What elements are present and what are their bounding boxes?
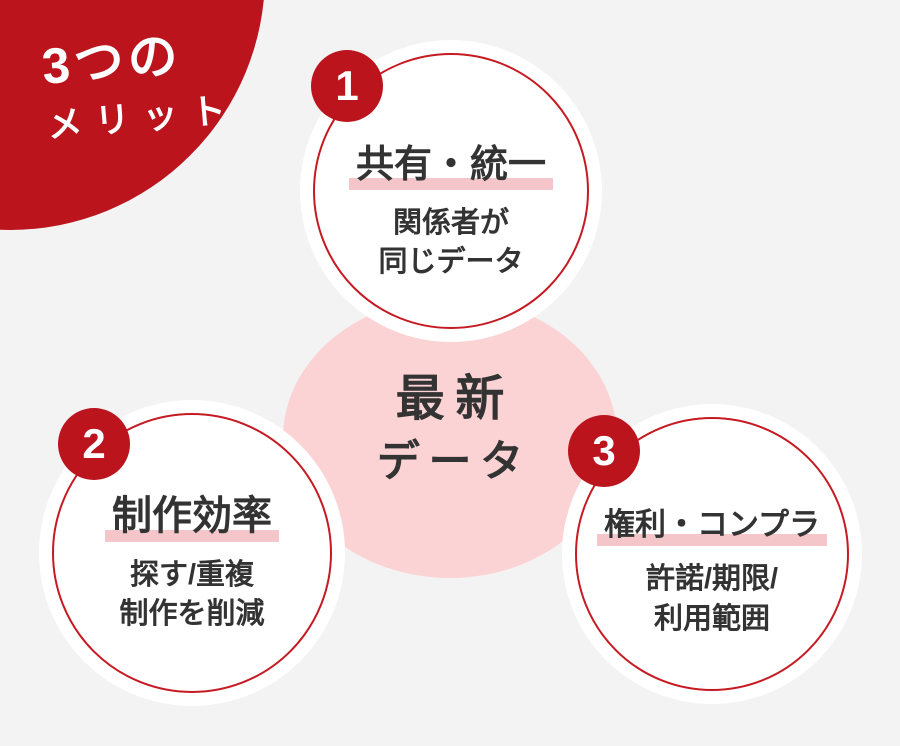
merit-desc-1-line2: 同じデータ <box>378 246 524 278</box>
merit-desc-3-line1: 許諾/期限/ <box>645 563 779 596</box>
merits-header: 3つの メリット <box>40 25 241 146</box>
merit-number-1: 1 <box>335 62 359 109</box>
merit-title-2: 制作効率 <box>105 495 279 542</box>
merit-title-3: 権利・コンプラ <box>596 509 828 547</box>
merit-number-badge-3: 3 <box>568 415 640 487</box>
merit-number-3: 3 <box>592 427 616 474</box>
merit-number-badge-1: 1 <box>311 50 383 122</box>
merit-desc-1-line1: 関係者が <box>392 206 509 239</box>
center-data-line2: データ <box>376 437 532 486</box>
merit-desc-2: 探す/重複 制作を削減 <box>119 556 264 634</box>
merit-desc-2-line2: 制作を削減 <box>119 598 265 630</box>
merit-number-badge-2: 2 <box>58 408 130 480</box>
merit-desc-2-line1: 探す/重複 <box>129 558 255 591</box>
merit-number-2: 2 <box>82 420 106 467</box>
merit-desc-3: 許諾/期限/ 利用範囲 <box>646 560 778 638</box>
merit-title-1: 共有・統一 <box>348 145 553 190</box>
merit-desc-1: 関係者が 同じデータ <box>378 204 523 282</box>
center-data-line1: 最新 <box>395 371 516 426</box>
merits-header-line2: メリット <box>45 90 241 146</box>
merit-desc-3-line2: 利用範囲 <box>653 602 770 635</box>
